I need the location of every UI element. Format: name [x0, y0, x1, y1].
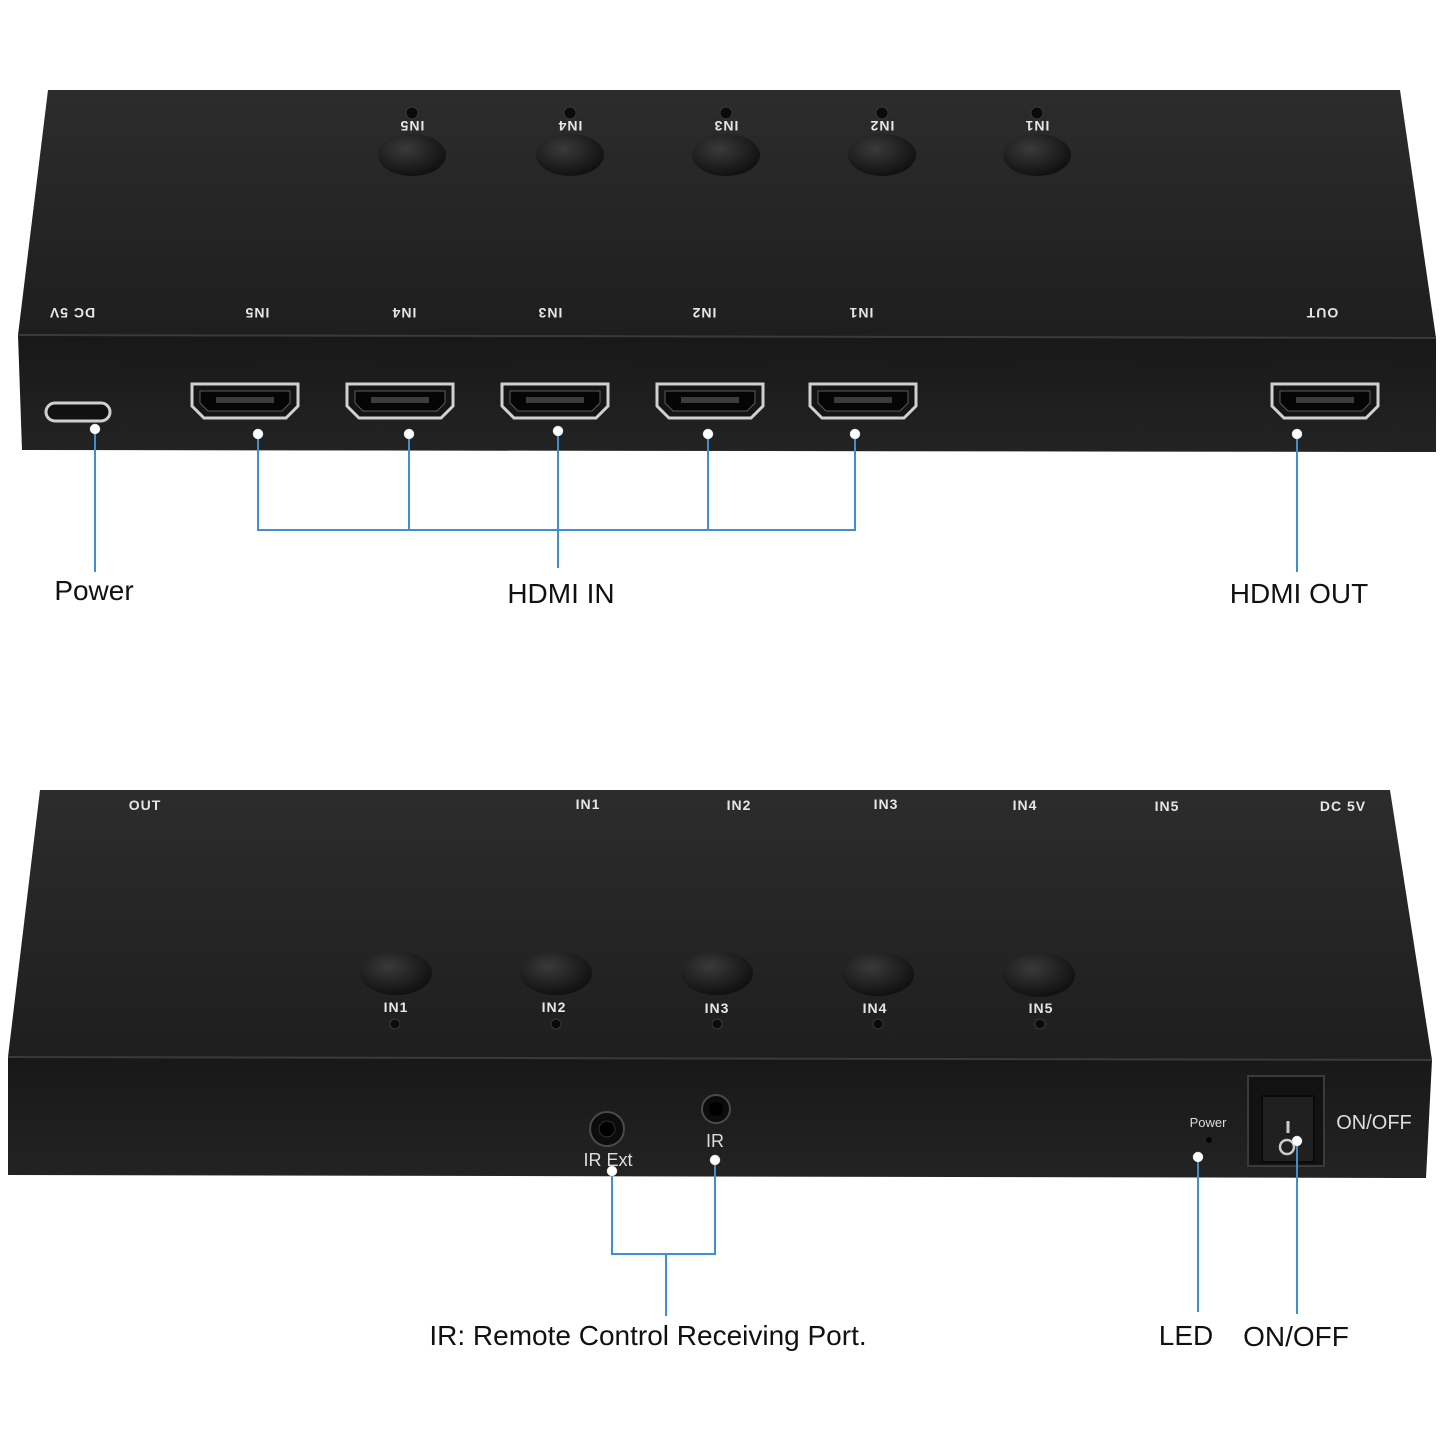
port-label-in1: IN1 — [849, 305, 874, 321]
ir-receiver-window — [701, 1094, 731, 1124]
rear-label-out: OUT — [129, 797, 162, 813]
hdmi-in2-port[interactable] — [655, 382, 765, 420]
rear-label-dc5v: DC 5V — [1320, 798, 1366, 814]
top-device-button-in5[interactable]: IN5 — [378, 106, 446, 176]
top-device: IN5 IN4 IN3 IN2 IN1 — [17, 90, 1437, 452]
bottom-device: OUT IN1 IN2 IN3 IN4 IN5 DC 5V IN1 IN2 IN… — [7, 790, 1433, 1178]
bottom-button-label: IN4 — [863, 1000, 888, 1016]
top-device-port-labels: DC 5V IN5 IN4 IN3 IN2 IN1 OUT — [49, 305, 1338, 321]
bottom-device-button-in4[interactable]: IN4 — [842, 952, 914, 1030]
power-led — [1206, 1137, 1212, 1143]
bottom-device-button-in1[interactable]: IN1 — [360, 951, 432, 1030]
port-label-in2: IN2 — [692, 305, 717, 321]
top-device-button-in3[interactable]: IN3 — [692, 106, 760, 176]
ir-ext-label: IR Ext — [583, 1150, 632, 1170]
callout-hdmi-in: HDMI IN — [507, 578, 614, 609]
hdmi-out-port[interactable] — [1270, 382, 1380, 420]
rear-label-in4: IN4 — [1013, 797, 1038, 813]
top-device-buttons: IN5 IN4 IN3 IN2 IN1 — [378, 106, 1071, 176]
power-rocker-switch[interactable] — [1247, 1075, 1325, 1167]
bottom-device-button-in2[interactable]: IN2 — [520, 951, 592, 1030]
rear-label-in3: IN3 — [874, 796, 899, 812]
port-label-in4: IN4 — [392, 305, 417, 321]
callout-ir: IR: Remote Control Receiving Port. — [429, 1320, 866, 1351]
bottom-device-top-face — [8, 790, 1432, 1060]
rear-label-in1: IN1 — [576, 796, 601, 812]
top-button-label: IN2 — [870, 118, 895, 134]
bottom-device-buttons: IN1 IN2 IN3 IN4 IN5 — [360, 951, 1075, 1030]
port-label-dc5v: DC 5V — [49, 305, 95, 321]
rear-label-in2: IN2 — [727, 797, 752, 813]
top-button-label: IN4 — [558, 118, 583, 134]
top-device-button-in1[interactable]: IN1 — [1003, 106, 1071, 176]
hdmi-in1-port[interactable] — [808, 382, 918, 420]
bottom-device-button-in5[interactable]: IN5 — [1003, 953, 1075, 1030]
port-label-in5: IN5 — [245, 305, 270, 321]
bottom-button-label: IN5 — [1029, 1000, 1054, 1016]
top-device-top-face — [18, 90, 1436, 338]
callout-hdmi-out: HDMI OUT — [1230, 578, 1368, 609]
callout-led: LED — [1159, 1320, 1213, 1351]
top-button-label: IN1 — [1025, 118, 1050, 134]
bottom-button-label: IN1 — [384, 999, 409, 1015]
bottom-device-button-in3[interactable]: IN3 — [681, 951, 753, 1030]
top-device-button-in2[interactable]: IN2 — [848, 106, 916, 176]
top-device-button-in4[interactable]: IN4 — [536, 106, 604, 176]
port-label-out: OUT — [1306, 305, 1339, 321]
bottom-leader-lines — [606, 1135, 1303, 1316]
callout-power: Power — [54, 575, 133, 606]
bottom-device-rear-labels: OUT IN1 IN2 IN3 IN4 IN5 DC 5V — [129, 796, 1366, 814]
bottom-button-label: IN2 — [542, 999, 567, 1015]
ir-label: IR — [706, 1131, 724, 1151]
usb-c-power-port[interactable] — [44, 401, 112, 423]
hdmi-in5-port[interactable] — [190, 382, 300, 420]
hdmi-in4-port[interactable] — [345, 382, 455, 420]
top-leader-lines — [89, 423, 1303, 572]
bottom-button-label: IN3 — [705, 1000, 730, 1016]
top-button-label: IN3 — [714, 118, 739, 134]
top-button-label: IN5 — [400, 118, 425, 134]
port-label-in3: IN3 — [538, 305, 563, 321]
ir-ext-jack[interactable] — [589, 1111, 625, 1147]
rear-label-in5: IN5 — [1155, 798, 1180, 814]
callout-on-off: ON/OFF — [1243, 1321, 1349, 1352]
power-led-label: Power — [1190, 1115, 1228, 1130]
on-off-label: ON/OFF — [1336, 1112, 1412, 1134]
hdmi-in3-port[interactable] — [500, 382, 610, 420]
